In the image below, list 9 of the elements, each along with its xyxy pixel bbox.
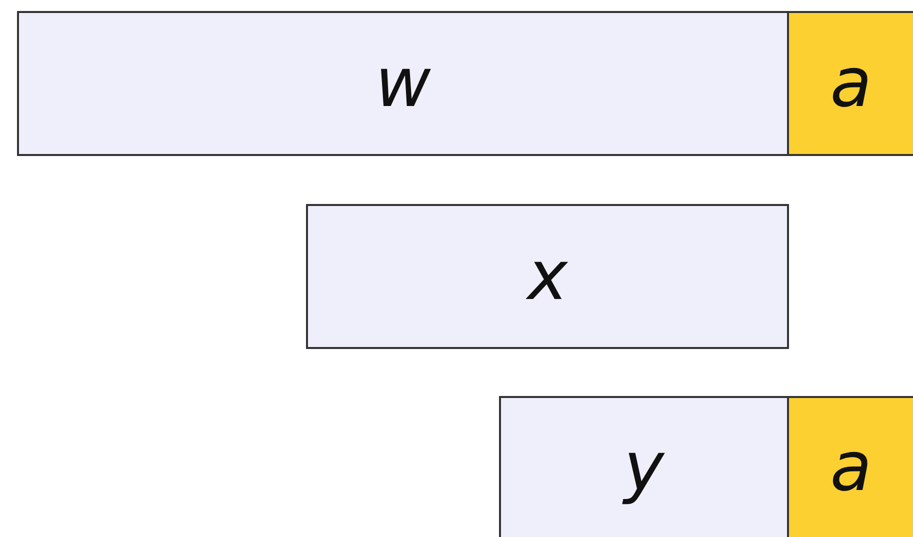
variable-box	[17, 11, 789, 156]
variable-label: x	[527, 242, 568, 310]
variable-label: a	[830, 50, 872, 118]
variable-label: w	[375, 50, 431, 118]
variable-box	[787, 396, 913, 537]
variable-box	[306, 204, 789, 349]
variable-label: a	[830, 434, 872, 502]
variable-box	[787, 11, 913, 156]
variable-box	[499, 396, 789, 537]
